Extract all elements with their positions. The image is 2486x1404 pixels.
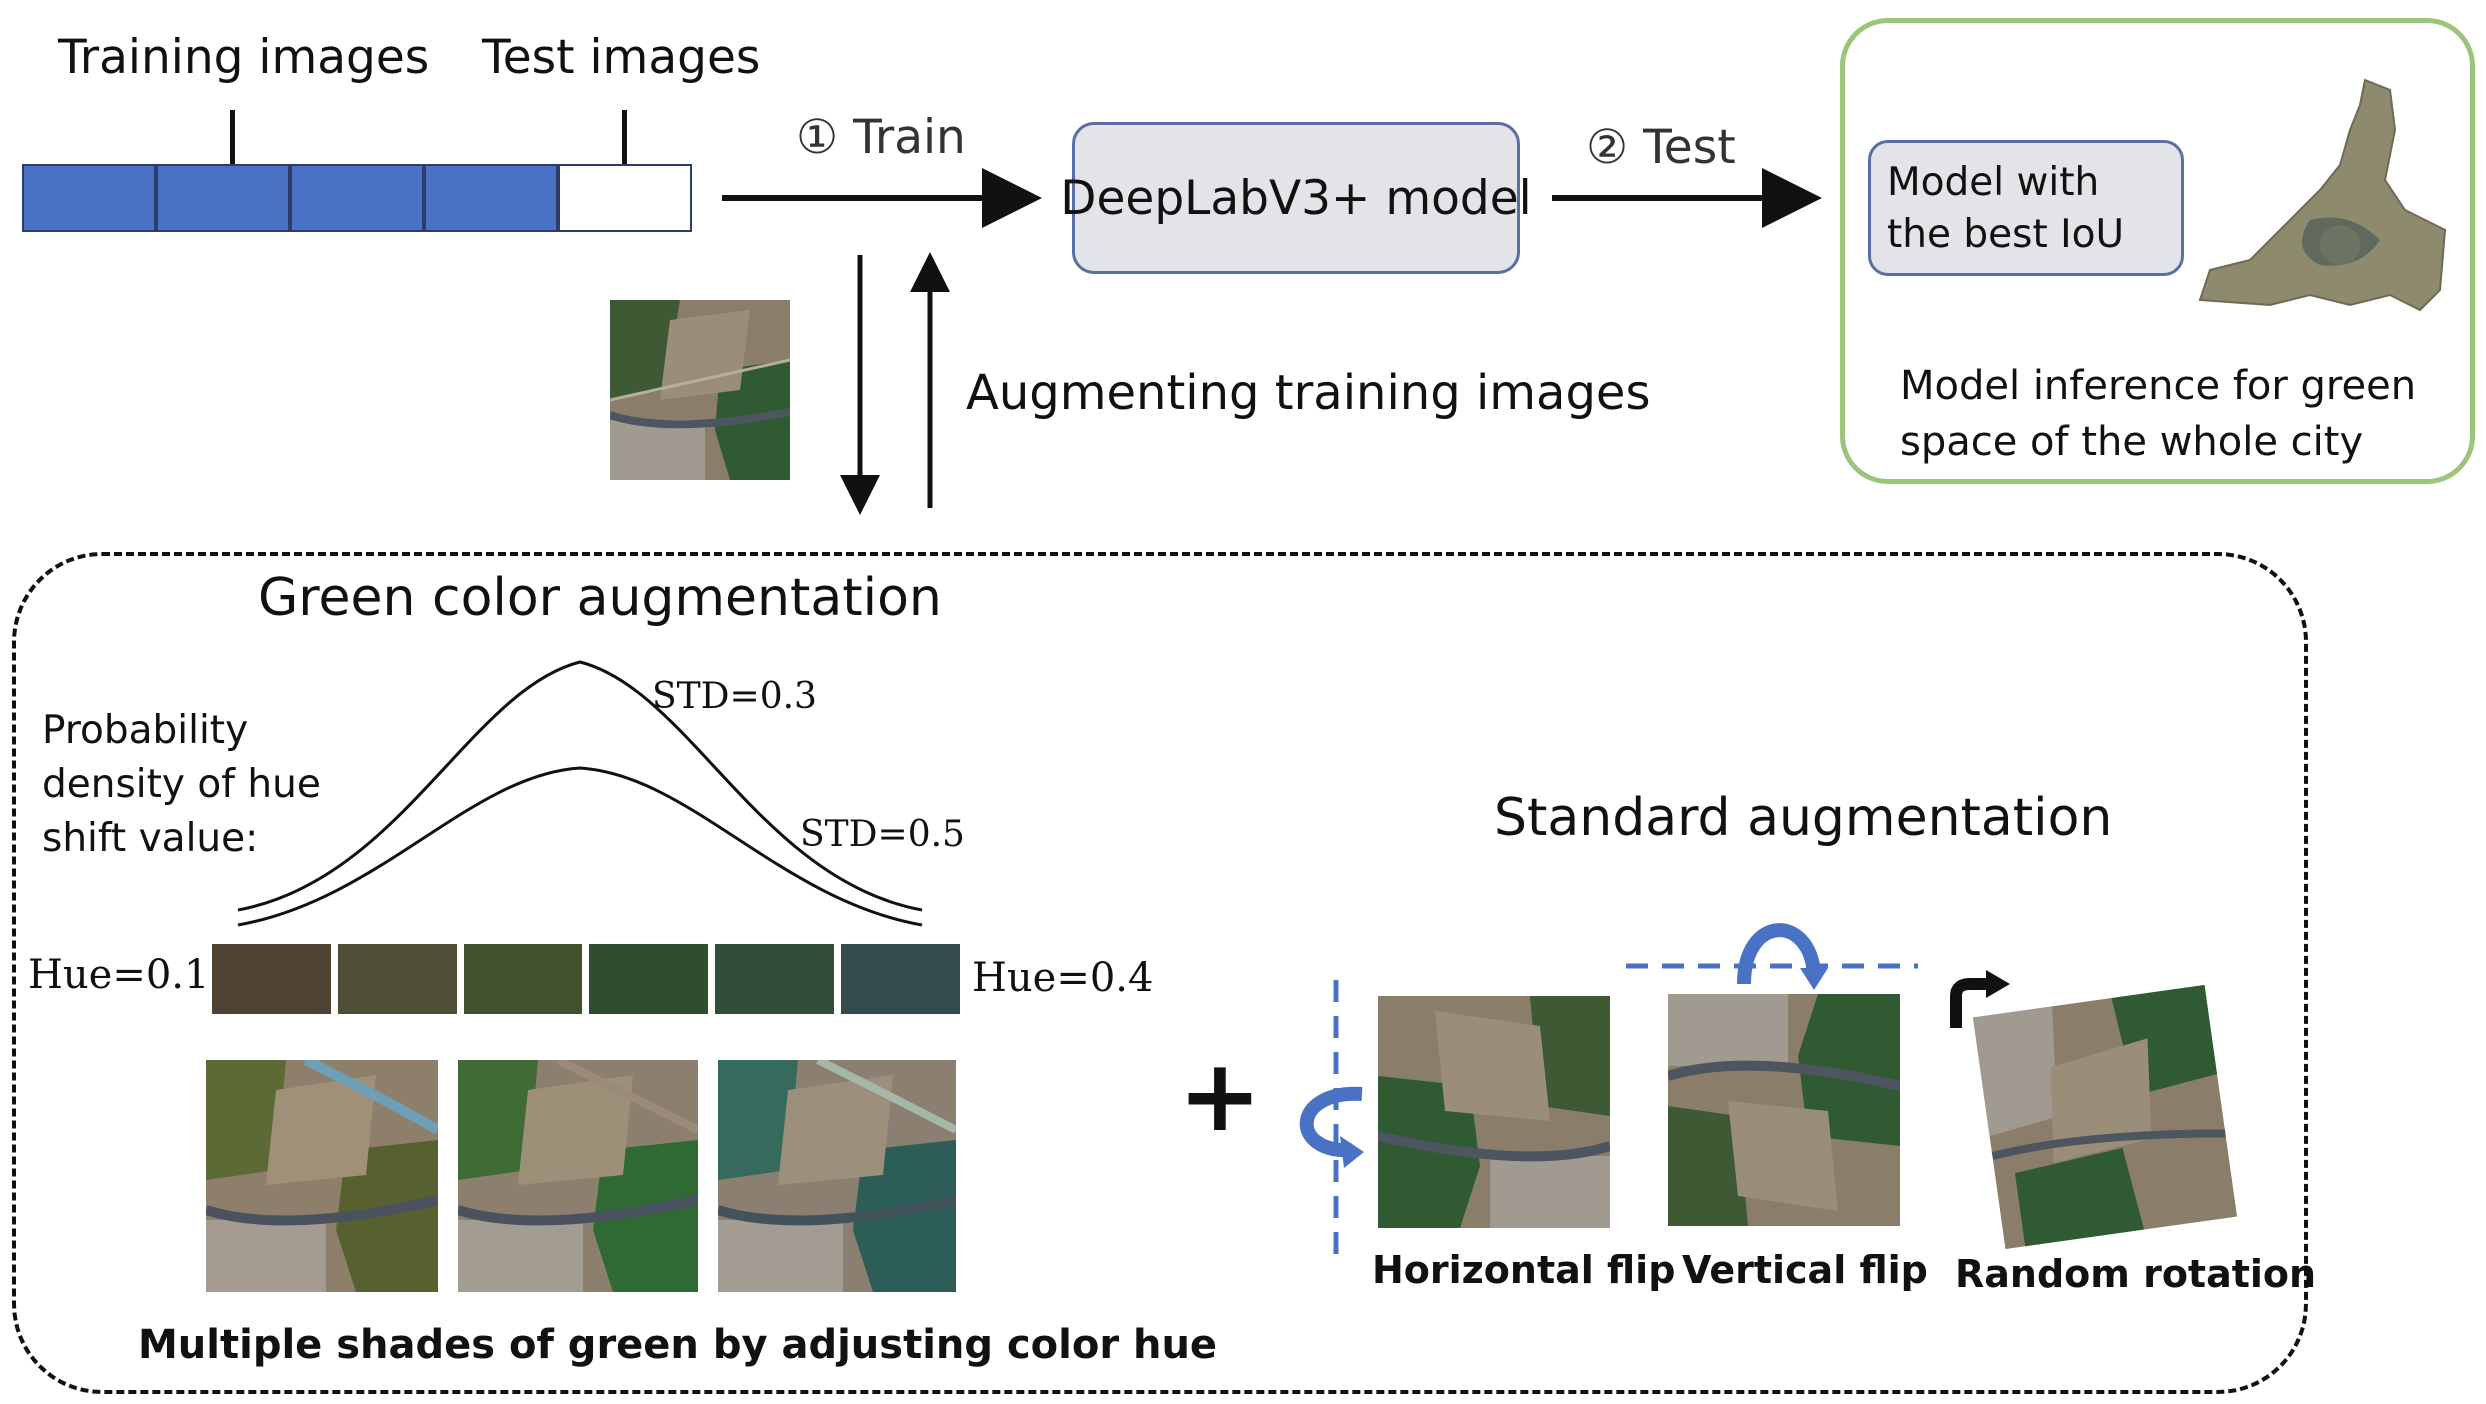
- data-split-bar: [22, 164, 692, 232]
- hue-swatch-1: [212, 944, 331, 1014]
- random-rotation-label: Random rotation: [1955, 1252, 2317, 1296]
- green-aug-title: Green color augmentation: [258, 568, 942, 628]
- hue-swatch-4: [589, 944, 709, 1014]
- vertical-flip-image: [1668, 994, 1900, 1226]
- training-fold: [290, 164, 424, 232]
- horizontal-flip-rotate-icon: [1299, 1086, 1363, 1158]
- test-fold: [558, 164, 692, 232]
- training-fold: [22, 164, 156, 232]
- hue-swatch-2: [337, 944, 457, 1014]
- test-step-label: ② Test: [1586, 120, 1736, 175]
- hue-sample-image-3: [718, 1060, 956, 1292]
- test-images-label: Test images: [482, 30, 761, 85]
- plus-sign: +: [1178, 1037, 1262, 1154]
- best-model-label: Model with the best IoU: [1887, 160, 2125, 257]
- model-label: DeepLabV3+ model: [1060, 170, 1532, 226]
- hue-max-label: Hue=0.4: [972, 955, 1154, 1001]
- augment-label: Augmenting training images: [966, 365, 1651, 421]
- std-0.3-curve: [237, 660, 923, 912]
- inference-caption: Model inference for green space of the w…: [1900, 363, 2417, 465]
- horizontal-flip-label: Horizontal flip: [1372, 1248, 1676, 1292]
- inference-panel: [1840, 18, 2475, 484]
- vertical-flip-arrowhead-icon: [1800, 968, 1828, 990]
- train-step-label: ① Train: [796, 110, 966, 165]
- sample-training-image: [610, 300, 790, 480]
- model-box: DeepLabV3+ model: [1060, 122, 1532, 274]
- training-images-label: Training images: [58, 30, 430, 85]
- training-pointer: [230, 110, 235, 165]
- hue-min-label: Hue=0.1: [28, 952, 210, 998]
- training-fold: [424, 164, 558, 232]
- horizontal-flip-image: [1378, 996, 1610, 1228]
- augmentation-panel: [12, 552, 2308, 1394]
- hue-caption: Multiple shades of green by adjusting co…: [138, 1322, 1218, 1368]
- random-rotation-image: [1972, 984, 2238, 1250]
- horizontal-flip-arrowhead-icon: [1340, 1136, 1364, 1168]
- hue-swatch-strip: [212, 944, 960, 1014]
- std-wide-label: STD=0.5: [800, 814, 965, 855]
- hue-swatch-5: [715, 944, 835, 1014]
- rotation-arrow-icon: [1950, 978, 1990, 1028]
- std-0.5-curve: [237, 766, 923, 927]
- vertical-flip-rotate-icon: [1737, 923, 1821, 985]
- hue-swatch-3: [463, 944, 583, 1014]
- rotation-arrowhead-icon: [1986, 970, 2010, 998]
- test-pointer: [622, 110, 627, 165]
- density-label: Probability density of hue shift value:: [42, 708, 321, 861]
- best-model-box: Model with the best IoU: [1868, 140, 2184, 276]
- hue-swatch-6: [841, 944, 960, 1014]
- city-map-image: [2190, 70, 2460, 330]
- vertical-flip-label: Vertical flip: [1682, 1248, 1928, 1292]
- hue-sample-image-2: [458, 1060, 698, 1292]
- hue-sample-image-1: [206, 1060, 438, 1292]
- training-fold: [156, 164, 290, 232]
- std-narrow-label: STD=0.3: [652, 676, 817, 717]
- standard-aug-title: Standard augmentation: [1494, 788, 2113, 848]
